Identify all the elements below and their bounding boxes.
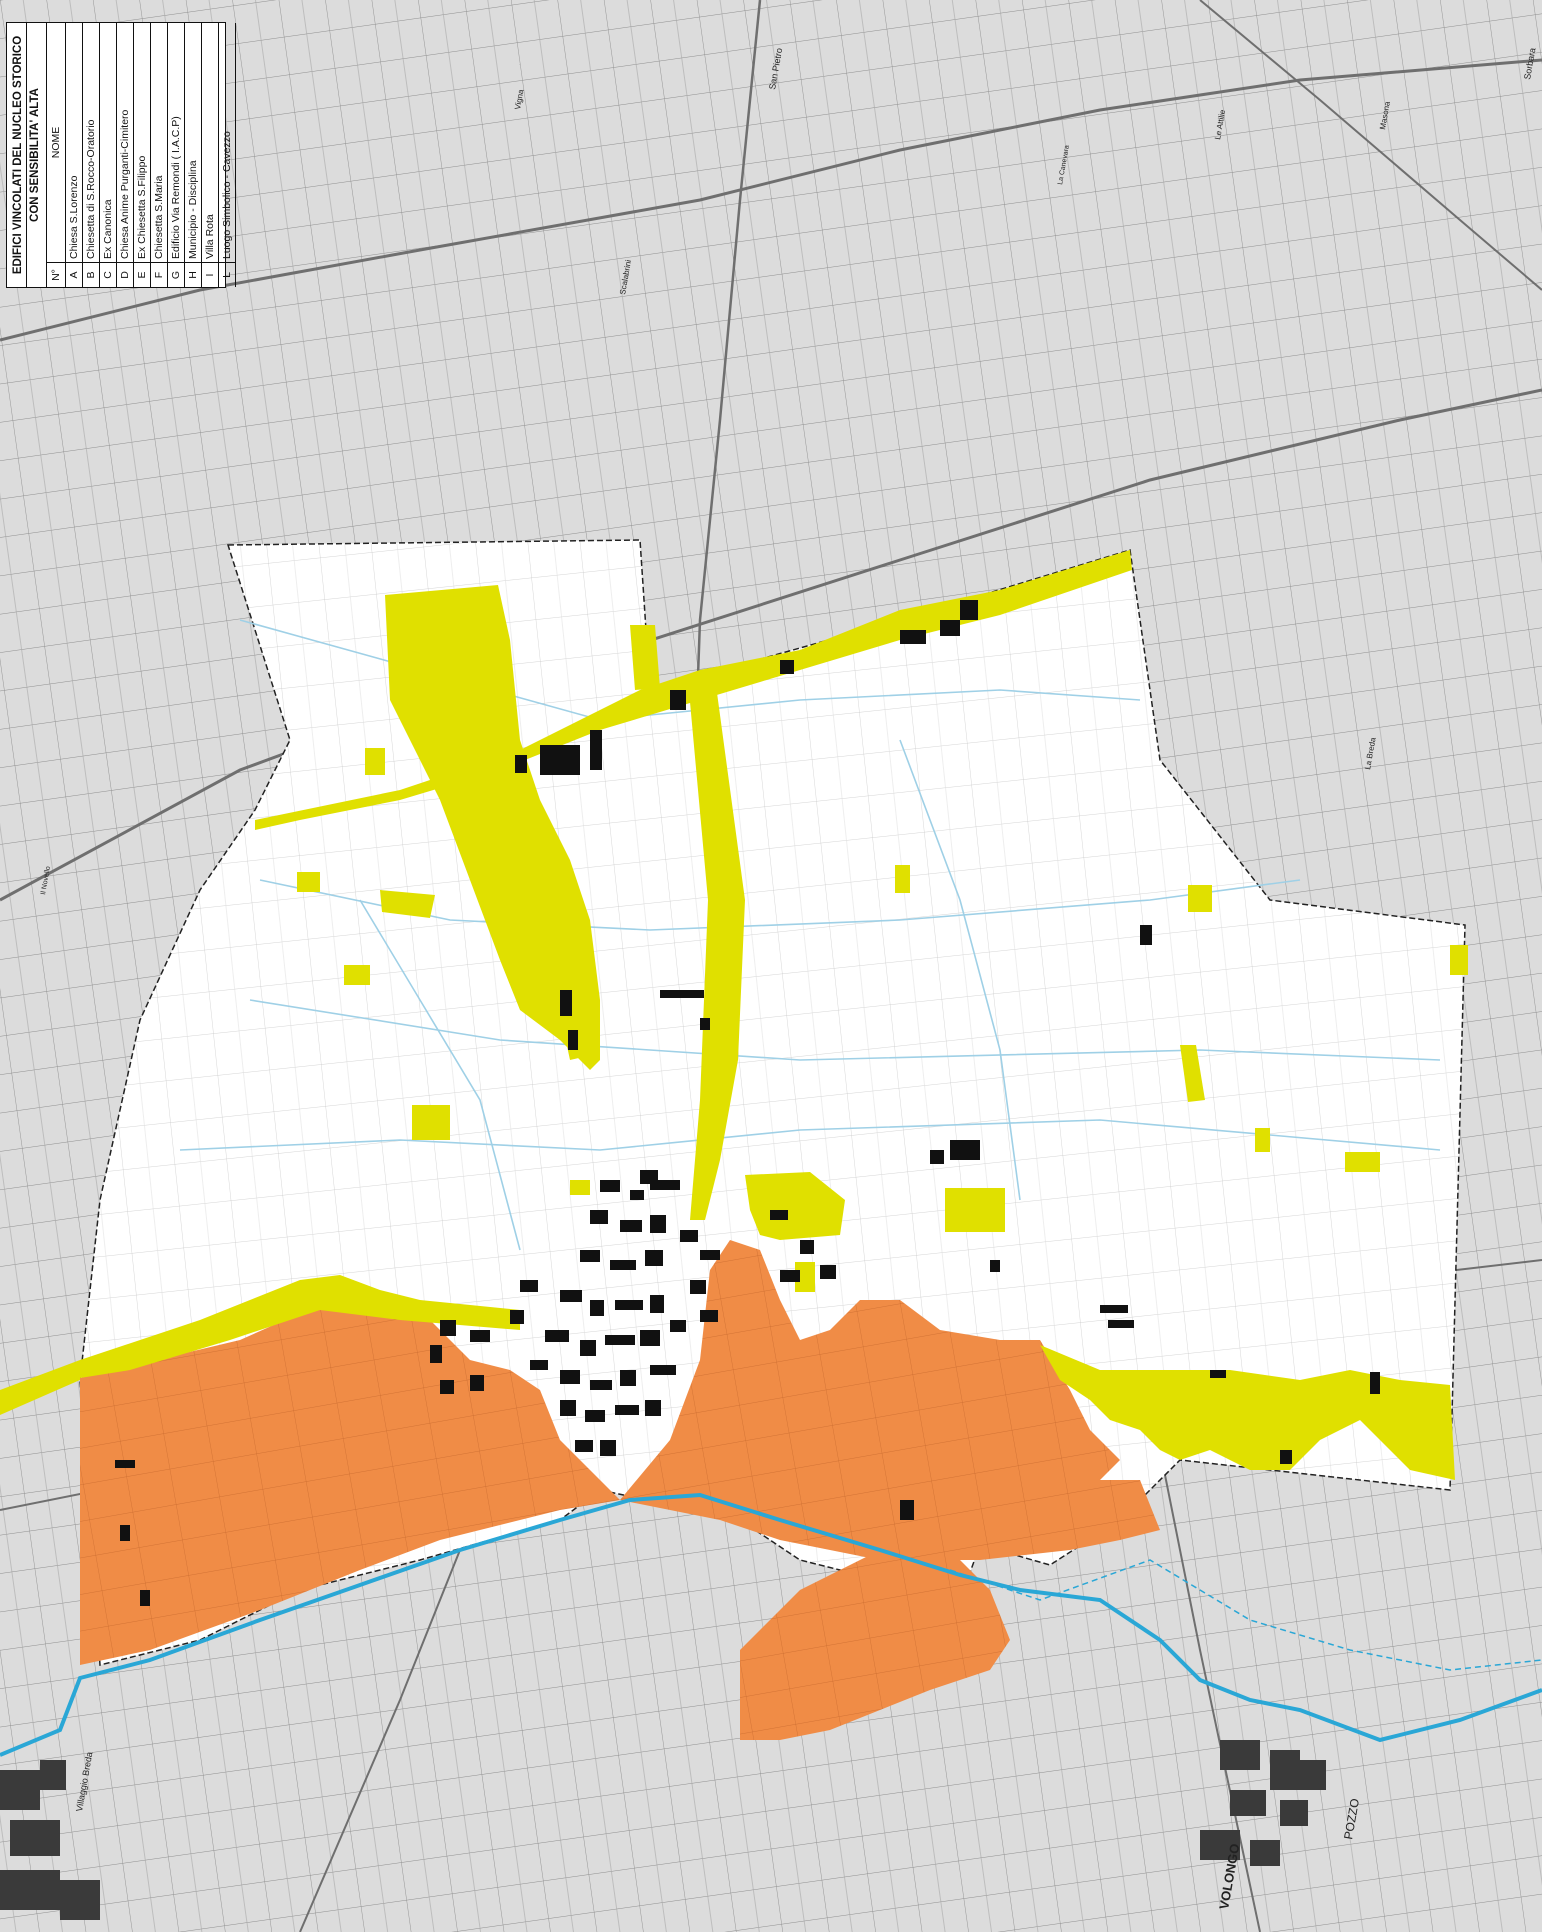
legend-title: EDIFICI VINCOLATI DEL NUCLEO STORICO [7, 23, 27, 287]
legend-name: Edificio Via Remondi ( I.A.C.P) [167, 23, 185, 263]
zones-high-sensitivity [0, 550, 1468, 1480]
buildings-villaggio-breda [0, 1760, 100, 1920]
legend-code: B [82, 262, 100, 287]
legend-code: I [201, 262, 219, 287]
legend-subtitle: CON SENSIBILITA' ALTA [26, 23, 47, 287]
buildings-town-centre [430, 1170, 836, 1456]
legend-code: E [133, 262, 151, 287]
legend-code: G [167, 262, 185, 287]
legend-code: L [218, 262, 236, 287]
legend-code: C [99, 262, 117, 287]
legend-code: F [150, 262, 168, 287]
buildings-volongo [1200, 1740, 1326, 1866]
legend-name: Chiesetta S.Maria [150, 23, 168, 263]
legend-name: Chiesetta di S.Rocco-Oratorio [82, 23, 100, 263]
legend-name: Chiesa S.Lorenzo [65, 23, 83, 263]
buildings-scattered [115, 600, 1380, 1606]
place-label-il-novello: Il Novello [40, 866, 52, 896]
legend-table: EDIFICI VINCOLATI DEL NUCLEO STORICO CON… [7, 23, 236, 287]
legend-name: Luogo Simbolico - Cavezzo [218, 23, 236, 263]
legend-name: Villa Rota [201, 23, 219, 263]
zone-very-high-sensitivity-west [80, 1300, 620, 1665]
legend-code: A [65, 262, 83, 287]
legend-col-code: N° [46, 262, 66, 287]
legend-name: Ex Canonica [99, 23, 117, 263]
river [0, 1492, 1542, 1757]
place-label-vigna: Vigna [513, 88, 525, 110]
legend-name: Municipio - Disciplina [184, 23, 202, 263]
legend-name: Chiesa Anime Purganti-Cimitero [116, 23, 134, 263]
zone-very-high-sensitivity-south [740, 1550, 1010, 1740]
legend-code: H [184, 262, 202, 287]
legend-name: Ex Chiesetta S.Filippo [133, 23, 151, 263]
legend-col-name: NOME [46, 23, 66, 263]
canal-dashed [949, 1559, 1542, 1671]
zone-very-high-sensitivity-east [620, 1240, 1160, 1560]
legend-box: EDIFICI VINCOLATI DEL NUCLEO STORICO CON… [6, 22, 236, 288]
legend-code: D [116, 262, 134, 287]
